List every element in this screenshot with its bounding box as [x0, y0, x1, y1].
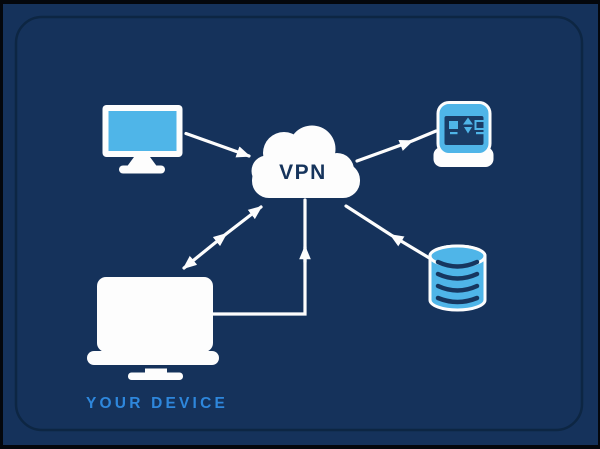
connections: [182, 129, 438, 316]
mini-monitor-right-base: [476, 132, 484, 135]
database-icon: [428, 244, 487, 312]
transfer-down-arrow-icon: [464, 127, 472, 134]
arrow-monitor-to-cloud: [184, 131, 251, 158]
arrow-database-to-cloud: [344, 204, 433, 261]
database-stripe: [435, 295, 480, 305]
monitor-stand-base: [119, 165, 165, 174]
database-stripe: [435, 283, 480, 293]
cloud-body: [252, 163, 360, 198]
monitor-screen: [108, 111, 177, 151]
laptop-screen: [97, 277, 213, 352]
desktop-monitor-icon: [102, 105, 183, 174]
mini-monitor-right-icon: [474, 120, 486, 130]
arrow-cloud-to-server: [355, 129, 438, 163]
laptop-foot-base: [128, 372, 183, 380]
rounded-frame-border: [14, 15, 584, 432]
laptop-foot-neck: [145, 368, 167, 374]
mini-monitor-left-base: [450, 132, 458, 135]
vpn-cloud-icon: VPN: [251, 125, 360, 198]
laptop-base: [87, 351, 219, 365]
your-device-caption: YOUR DEVICE: [86, 395, 228, 412]
vpn-label: VPN: [279, 161, 327, 184]
server-terminal-icon: [433, 101, 494, 167]
arrow-laptop-cloud-two-way: [182, 205, 263, 270]
transfer-up-arrow-icon: [463, 117, 473, 125]
monitor-stand-neck: [127, 157, 157, 167]
database-stripe: [435, 271, 480, 281]
background-panel: [3, 4, 598, 445]
database-stripe: [435, 259, 480, 269]
elbow-connector-laptop-to-cloud: [210, 198, 307, 316]
laptop-icon: YOUR DEVICE: [86, 277, 228, 412]
mini-monitor-left-icon: [449, 121, 458, 129]
